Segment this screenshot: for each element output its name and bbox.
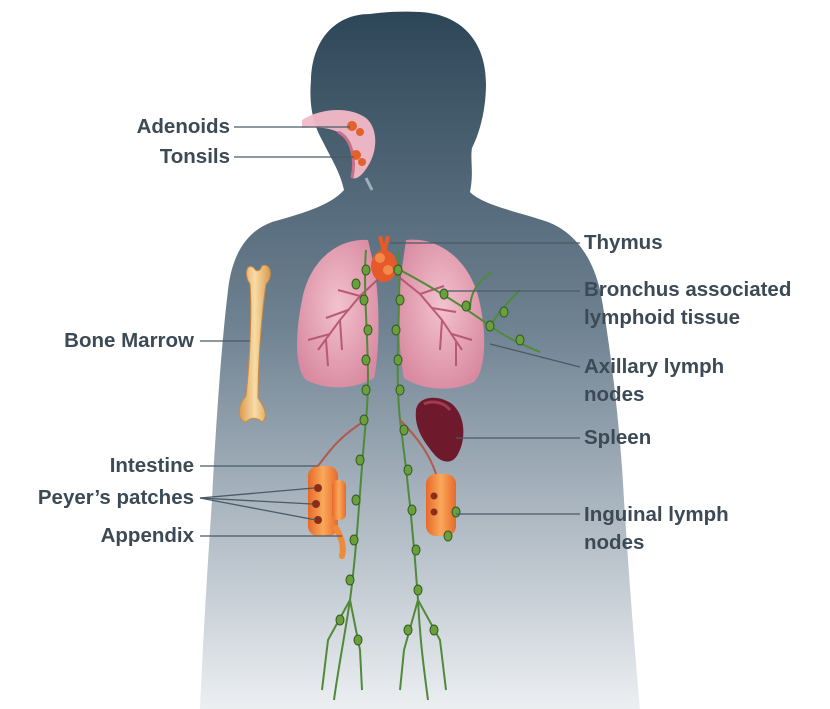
label-intestine: Intestine [110, 453, 194, 478]
colon-segment [426, 474, 456, 536]
label-adenoids: Adenoids [137, 114, 230, 139]
tonsil-node [351, 150, 361, 160]
label-inguinal-line2: nodes [584, 530, 644, 555]
label-axillary-line1: Axillary lymph [584, 354, 724, 379]
label-bone-marrow: Bone Marrow [64, 328, 194, 353]
label-axillary-line2: nodes [584, 382, 644, 407]
label-appendix: Appendix [101, 523, 194, 548]
label-thymus: Thymus [584, 230, 663, 255]
label-balt-line1: Bronchus associated [584, 277, 791, 302]
label-spleen: Spleen [584, 425, 651, 450]
label-peyers-patches: Peyer’s patches [38, 485, 194, 510]
label-tonsils: Tonsils [160, 144, 230, 169]
label-balt-line2: lymphoid tissue [584, 305, 740, 330]
label-inguinal-line1: Inguinal lymph [584, 502, 729, 527]
adenoid-node [347, 121, 357, 131]
